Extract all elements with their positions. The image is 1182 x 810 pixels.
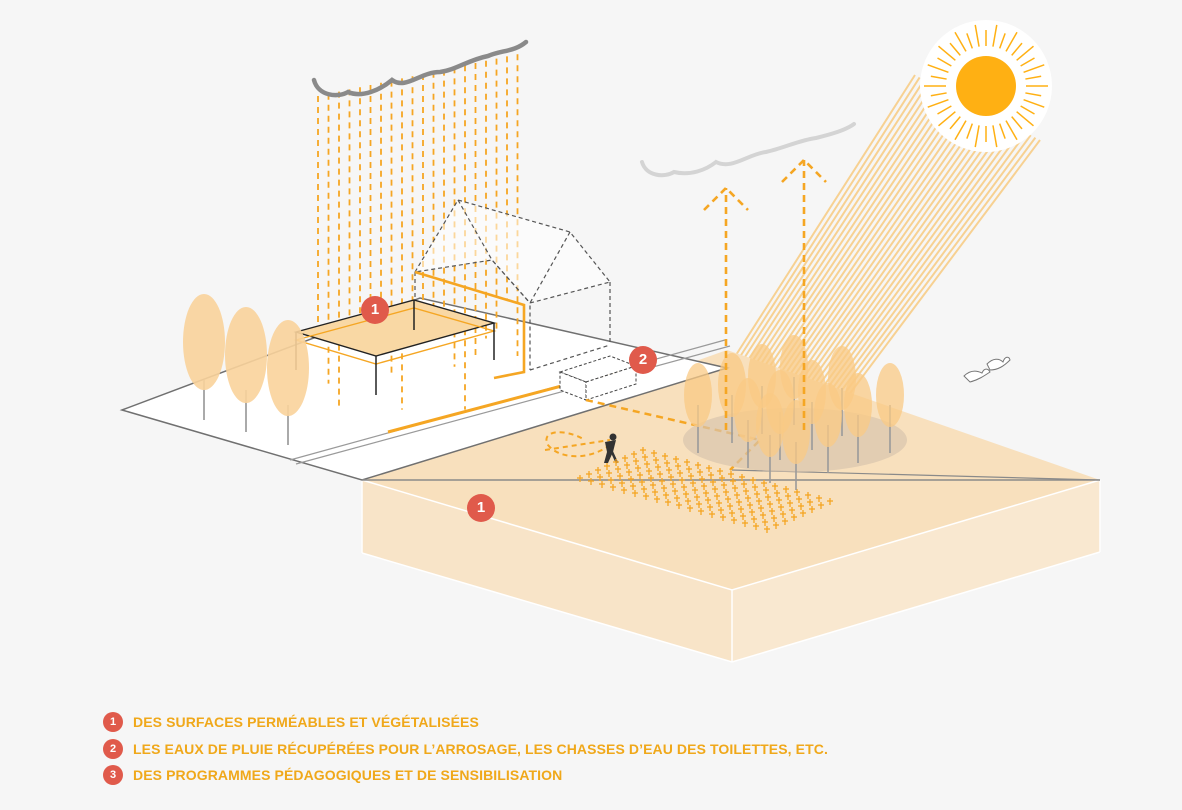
rain-cloud bbox=[311, 39, 529, 98]
evaporation-cloud bbox=[640, 122, 856, 178]
downpipe bbox=[414, 270, 526, 380]
marker-green-roof: 1 bbox=[361, 296, 389, 324]
grove-trees bbox=[684, 335, 904, 490]
legend-item: 3 DES PROGRAMMES PÉDAGOGIQUES ET DE SENS… bbox=[103, 762, 1003, 789]
legend-item: 2 LES EAUX DE PLUIE RÉCUPÉRÉES POUR L’AR… bbox=[103, 736, 1003, 763]
marker-permeable-ground: 1 bbox=[467, 494, 495, 522]
sun bbox=[920, 20, 1052, 152]
legend: 1 DES SURFACES PERMÉABLES ET VÉGÉTALISÉE… bbox=[103, 709, 1003, 789]
marker-rainwater-tank: 2 bbox=[629, 346, 657, 374]
evaporation-arrows bbox=[703, 158, 827, 430]
birds bbox=[963, 356, 1011, 383]
legend-text: LES EAUX DE PLUIE RÉCUPÉRÉES POUR L’ARRO… bbox=[133, 740, 828, 757]
legend-number: 2 bbox=[103, 738, 123, 759]
crop-field bbox=[577, 447, 833, 533]
legend-number: 3 bbox=[103, 765, 123, 786]
legend-item: 1 DES SURFACES PERMÉABLES ET VÉGÉTALISÉE… bbox=[103, 709, 1003, 736]
legend-text: DES PROGRAMMES PÉDAGOGIQUES ET DE SENSIB… bbox=[133, 767, 563, 784]
street-trees bbox=[183, 294, 309, 445]
legend-text: DES SURFACES PERMÉABLES ET VÉGÉTALISÉES bbox=[133, 714, 479, 731]
house bbox=[413, 199, 612, 371]
legend-number: 1 bbox=[103, 712, 123, 733]
